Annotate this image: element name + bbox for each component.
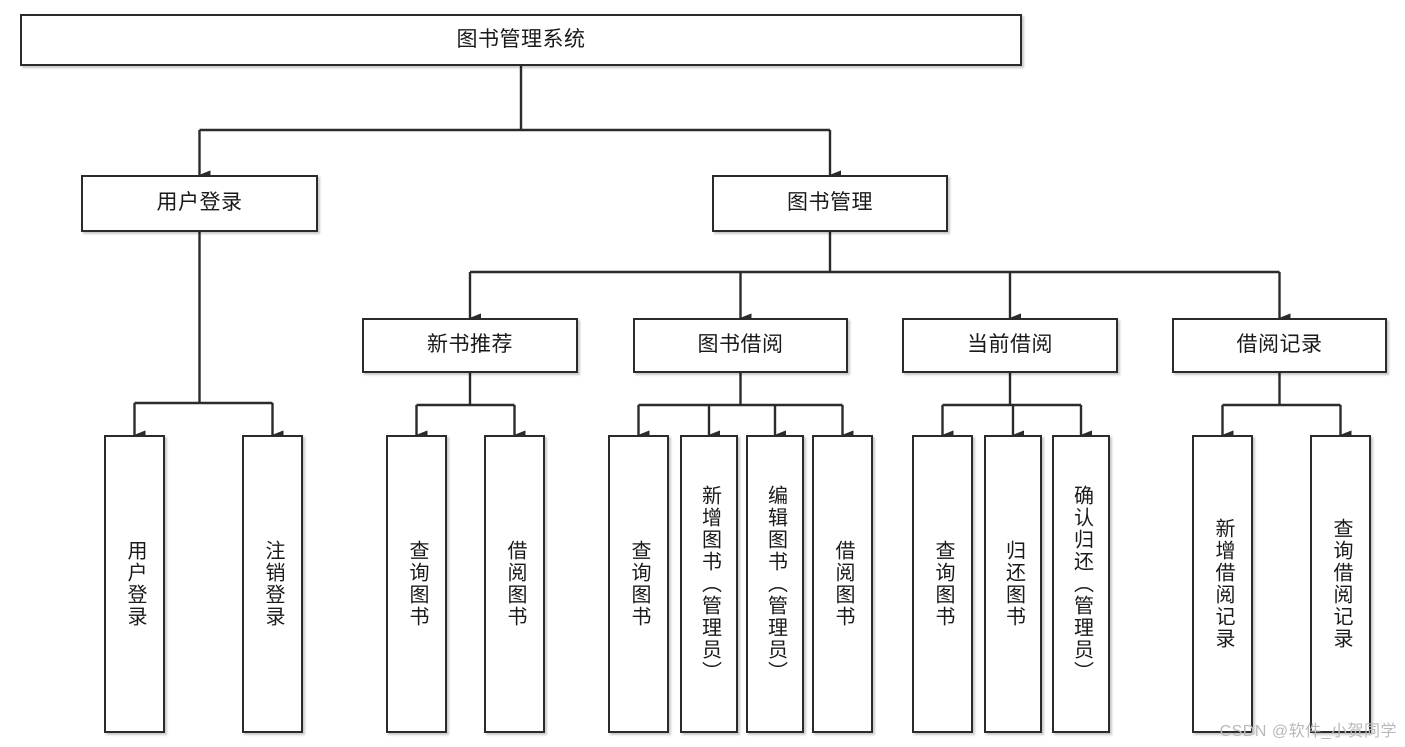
node-label: 借阅图书 <box>832 540 854 628</box>
node-label: 图书管理 <box>787 191 873 215</box>
node-user-login[interactable]: 用户登录 <box>81 175 318 232</box>
node-label: 查询借阅记录 <box>1330 518 1352 650</box>
node-root[interactable]: 图书管理系统 <box>20 14 1022 66</box>
node-book-borrow[interactable]: 图书借阅 <box>633 318 848 373</box>
node-label: 新增图书（管理员） <box>698 485 721 683</box>
node-label: 归还图书 <box>1002 540 1025 628</box>
node-label: 借阅图书 <box>504 540 526 628</box>
node-leaf-user-login[interactable]: 用户登录 <box>104 435 165 733</box>
node-leaf-edit-book[interactable]: 编辑图书（管理员） <box>746 435 804 733</box>
node-label: 用户登录 <box>124 540 146 628</box>
node-leaf-add-record[interactable]: 新增借阅记录 <box>1192 435 1253 733</box>
node-label: 注销登录 <box>262 540 284 628</box>
node-leaf-return-book[interactable]: 归还图书 <box>984 435 1042 733</box>
csdn-watermark: CSDN @软件_小贺同学 <box>1219 723 1397 740</box>
node-label: 图书管理系统 <box>456 27 586 51</box>
node-label: 新增借阅记录 <box>1212 518 1234 650</box>
node-new-book-rec[interactable]: 新书推荐 <box>362 318 578 373</box>
node-label: 当前借阅 <box>967 333 1053 357</box>
node-leaf-add-book[interactable]: 新增图书（管理员） <box>680 435 738 733</box>
node-label: 图书借阅 <box>697 333 784 357</box>
node-leaf-query-book-3[interactable]: 查询图书 <box>912 435 973 733</box>
node-book-manage[interactable]: 图书管理 <box>712 175 948 232</box>
node-label: 新书推荐 <box>427 333 513 357</box>
node-label: 查询图书 <box>932 540 954 628</box>
node-leaf-borrow-book-2[interactable]: 借阅图书 <box>812 435 873 733</box>
node-label: 确认归还（管理员） <box>1070 485 1093 683</box>
node-leaf-query-record[interactable]: 查询借阅记录 <box>1310 435 1371 733</box>
node-leaf-query-book-1[interactable]: 查询图书 <box>386 435 447 733</box>
node-leaf-confirm-return[interactable]: 确认归还（管理员） <box>1052 435 1110 733</box>
node-borrow-record[interactable]: 借阅记录 <box>1172 318 1387 373</box>
node-label: 查询图书 <box>628 540 650 628</box>
node-leaf-query-book-2[interactable]: 查询图书 <box>608 435 669 733</box>
node-leaf-user-logout[interactable]: 注销登录 <box>242 435 303 733</box>
node-label: 借阅记录 <box>1236 333 1323 357</box>
node-label: 查询图书 <box>406 540 428 628</box>
node-current-borrow[interactable]: 当前借阅 <box>902 318 1118 373</box>
node-label: 用户登录 <box>156 191 243 215</box>
node-label: 编辑图书（管理员） <box>764 485 787 683</box>
node-leaf-borrow-book-1[interactable]: 借阅图书 <box>484 435 545 733</box>
